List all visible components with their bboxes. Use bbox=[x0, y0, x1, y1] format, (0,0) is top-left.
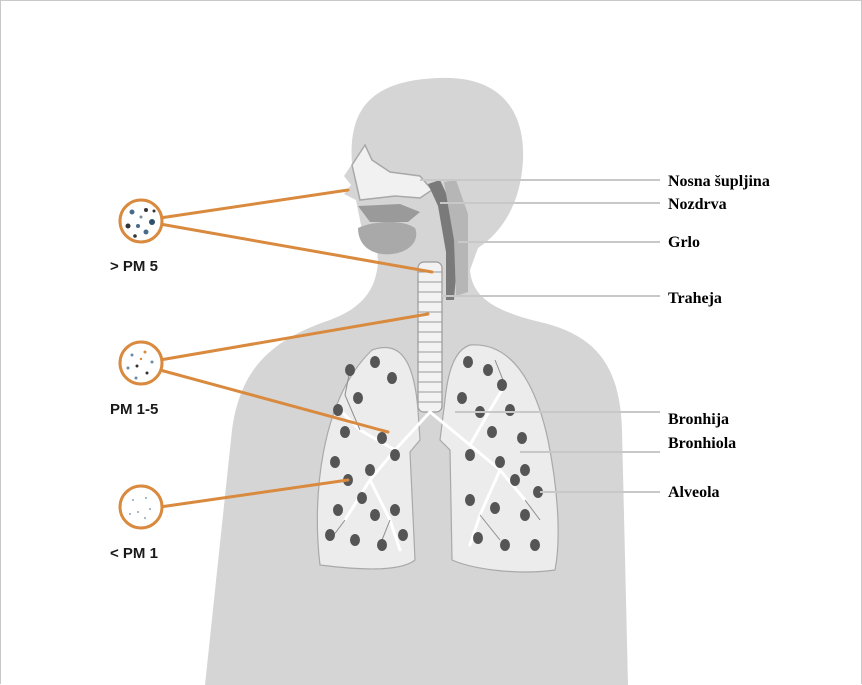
particle-circle-small bbox=[120, 486, 162, 528]
label-nostril: Nozdrva bbox=[668, 196, 727, 214]
label-throat: Grlo bbox=[668, 234, 700, 252]
label-bronchiole: Bronhiola bbox=[668, 435, 736, 453]
label-pm-medium: PM 1-5 bbox=[110, 401, 158, 419]
label-nasal-cavity: Nosna šupljina bbox=[668, 173, 770, 191]
label-pm-small: < PM 1 bbox=[110, 545, 158, 563]
label-bronchus: Bronhija bbox=[668, 411, 729, 429]
label-pm-large: > PM 5 bbox=[110, 258, 158, 276]
particle-circle-medium bbox=[120, 342, 162, 384]
body-silhouette bbox=[205, 78, 628, 685]
particle-circle-large bbox=[120, 200, 162, 242]
trachea-shape bbox=[418, 262, 442, 412]
pointer-large-nose bbox=[160, 190, 348, 218]
label-trachea: Traheja bbox=[668, 290, 722, 308]
label-alveolus: Alveola bbox=[668, 484, 720, 502]
